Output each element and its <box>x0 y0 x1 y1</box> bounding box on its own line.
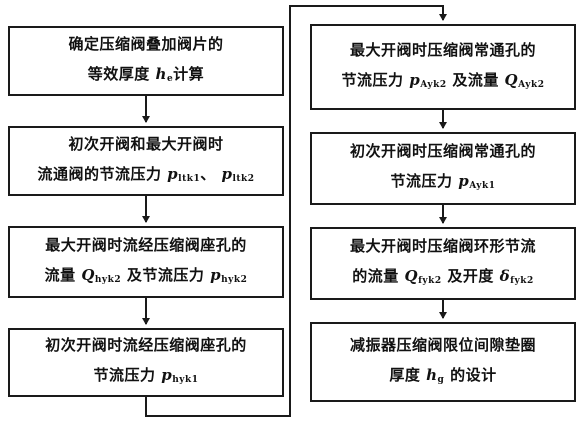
node-text-line: 节流压力 pAyk1 <box>390 166 495 201</box>
node-text-line: 减振器压缩阀限位间隙垫圈 <box>350 330 536 360</box>
node-text-line: 初次开阀时流经压缩阀座孔的 <box>45 330 247 360</box>
variable-subscript: e <box>166 73 174 84</box>
node-text: 确定压缩阀叠加阀片的 <box>68 34 224 53</box>
node-text: 初次开阀和最大开阀时 <box>68 134 224 153</box>
node-text-line: 等效厚度 he计算 <box>88 59 204 94</box>
node-l4: 初次开阀时流经压缩阀座孔的节流压力 phyk1 <box>8 328 284 397</box>
variable-subscript: Ayk2 <box>420 79 447 90</box>
variable-subscript: Ayk2 <box>518 79 545 90</box>
node-l1: 确定压缩阀叠加阀片的等效厚度 he计算 <box>8 26 284 96</box>
node-text-line: 最大开阀时压缩阀常通孔的 <box>350 35 536 65</box>
variable-subscript: ltk1 <box>178 173 201 184</box>
variable-symbol: Q <box>81 265 95 284</box>
variable-subscript: g <box>437 374 445 385</box>
node-text: 初次开阀时流经压缩阀座孔的 <box>45 336 247 354</box>
node-text: 厚度 <box>389 365 427 384</box>
node-text: 节流压力 <box>341 70 410 89</box>
node-text: 最大开阀时压缩阀环形节流 <box>349 237 536 255</box>
node-text-line: 的流量 Qfyk2 及开度 δfyk2 <box>352 261 534 296</box>
node-text-line: 节流压力 pAyk2 及流量 QAyk2 <box>342 65 545 100</box>
node-text-line: 确定压缩阀叠加阀片的 <box>68 29 223 59</box>
variable-subscript: Ayk1 <box>469 181 496 191</box>
variable-symbol: h <box>155 64 167 83</box>
node-text: 最大开阀时流经压缩阀座孔的 <box>45 235 247 254</box>
node-text: 节流压力 <box>390 172 459 190</box>
node-r2: 初次开阀时压缩阀常通孔的节流压力 pAyk1 <box>310 132 576 205</box>
node-r4: 减振器压缩阀限位间隙垫圈厚度 hg 的设计 <box>310 322 576 402</box>
node-text: 及节流压力 <box>121 265 211 284</box>
variable-symbol: h <box>426 365 438 384</box>
node-text-line: 初次开阀时压缩阀常通孔的 <box>350 136 536 166</box>
variable-symbol: Q <box>404 267 419 285</box>
arrow-l4-r1 <box>145 5 447 417</box>
node-r1: 最大开阀时压缩阀常通孔的节流压力 pAyk2 及流量 QAyk2 <box>310 24 576 110</box>
node-text: 减振器压缩阀限位间隙垫圈 <box>349 335 536 354</box>
variable-subscript: fyk2 <box>510 276 534 286</box>
variable-subscript: hyk2 <box>221 274 248 285</box>
node-text: 等效厚度 <box>87 64 156 83</box>
node-text: 流量 <box>44 265 82 284</box>
node-text: 流通阀的节流压力 <box>37 164 168 183</box>
variable-symbol: p <box>167 164 179 183</box>
node-l2: 初次开阀和最大开阀时流通阀的节流压力 pltk1、 pltk2 <box>8 126 284 196</box>
node-text: 节流压力 <box>93 366 162 384</box>
variable-subscript: hyk1 <box>172 375 199 385</box>
variable-symbol: Q <box>504 70 519 89</box>
variable-subscript: hyk2 <box>94 274 122 285</box>
node-text: 及开度 <box>441 267 500 285</box>
variable-symbol: p <box>210 265 222 284</box>
node-text: 初次开阀时压缩阀常通孔的 <box>349 142 536 160</box>
variable-subscript: ltk2 <box>232 173 255 184</box>
variable-symbol: p <box>221 164 233 183</box>
node-text-line: 节流压力 phyk1 <box>93 360 198 395</box>
node-text: 的流量 <box>352 267 405 285</box>
node-text: 计算 <box>173 64 205 83</box>
node-text-line: 厚度 hg 的设计 <box>389 360 496 395</box>
node-text-line: 最大开阀时压缩阀环形节流 <box>350 231 536 261</box>
node-text: 及流量 <box>446 70 505 89</box>
variable-symbol: p <box>161 366 173 384</box>
variable-symbol: p <box>409 70 421 89</box>
node-text-line: 初次开阀和最大开阀时 <box>68 129 223 159</box>
node-text: 、 <box>200 164 222 183</box>
node-l3: 最大开阀时流经压缩阀座孔的流量 Qhyk2 及节流压力 phyk2 <box>8 226 284 298</box>
variable-symbol: δ <box>499 267 511 285</box>
node-r3: 最大开阀时压缩阀环形节流的流量 Qfyk2 及开度 δfyk2 <box>310 227 576 300</box>
node-text: 的设计 <box>444 365 497 384</box>
node-text-line: 最大开阀时流经压缩阀座孔的 <box>45 230 247 260</box>
node-text-line: 流量 Qhyk2 及节流压力 phyk2 <box>45 260 248 295</box>
variable-symbol: p <box>458 172 470 190</box>
node-text: 最大开阀时压缩阀常通孔的 <box>349 40 536 59</box>
node-text-line: 流通阀的节流压力 pltk1、 pltk2 <box>37 159 254 194</box>
variable-subscript: fyk2 <box>418 276 442 286</box>
